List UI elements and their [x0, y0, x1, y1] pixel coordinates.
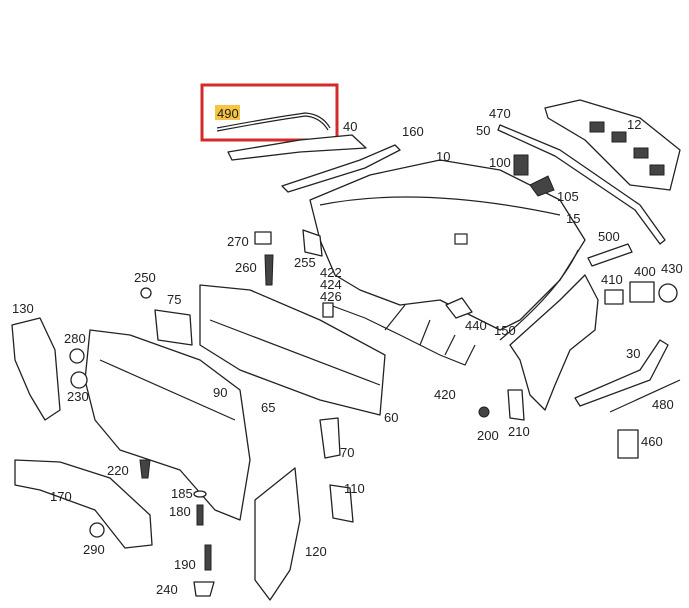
part-160-strip [281, 144, 401, 193]
part-110 [329, 484, 354, 523]
label-260: 260 [235, 260, 257, 275]
part-105 [529, 175, 555, 197]
label-75: 75 [167, 292, 181, 307]
label-220: 220 [107, 463, 129, 478]
part-220 [139, 459, 151, 479]
label-70: 70 [340, 445, 354, 460]
part-185 [193, 490, 207, 498]
label-250: 250 [134, 270, 156, 285]
label-255: 255 [294, 255, 316, 270]
label-230: 230 [67, 389, 89, 404]
label-60: 60 [384, 410, 398, 425]
part-60-absorber [199, 284, 386, 416]
label-460: 460 [641, 434, 663, 449]
part-422-connector [322, 302, 334, 318]
label-170: 170 [50, 489, 72, 504]
part-120-bracket [254, 467, 301, 601]
part-180 [196, 504, 204, 526]
label-424: 424 [320, 277, 342, 292]
label-420: 420 [434, 387, 456, 402]
label-480: 480 [652, 397, 674, 412]
part-500 [587, 243, 633, 267]
label-90: 90 [213, 385, 227, 400]
part-250 [140, 287, 152, 299]
part-490-trim-strip [216, 112, 331, 129]
label-280: 280 [64, 331, 86, 346]
label-15: 15 [566, 211, 580, 226]
label-110: 110 [344, 481, 365, 496]
label-120: 120 [305, 544, 327, 559]
label-240: 240 [156, 582, 178, 597]
part-150-side [509, 274, 599, 411]
part-440 [445, 297, 473, 319]
label-105: 105 [557, 189, 579, 204]
label-185: 185 [171, 486, 193, 501]
part-470-strip [497, 124, 666, 245]
part-100 [513, 154, 529, 176]
label-40: 40 [343, 119, 357, 134]
part-255 [302, 229, 323, 257]
label-270: 270 [227, 234, 249, 249]
label-440: 440 [465, 318, 487, 333]
part-280 [69, 348, 85, 364]
label-200: 200 [477, 428, 499, 443]
label-500: 500 [598, 229, 620, 244]
label-410: 410 [601, 272, 623, 287]
label-highlight [215, 105, 240, 120]
part-480-strip [609, 379, 681, 413]
part-10-bumper-cover [309, 159, 586, 331]
label-290: 290 [83, 542, 105, 557]
part-70 [319, 417, 341, 459]
label-490: 490 [217, 106, 239, 121]
label-180: 180 [169, 504, 191, 519]
part-410 [604, 289, 624, 305]
label-150: 150 [494, 323, 516, 338]
part-170-bracket [14, 459, 153, 549]
part-290 [89, 522, 105, 538]
part-400 [629, 281, 655, 303]
label-160: 160 [402, 124, 424, 139]
part-190 [204, 544, 212, 571]
part-75 [154, 309, 193, 346]
part-230 [70, 371, 88, 389]
part-460 [617, 429, 639, 459]
part-15-strip [499, 249, 579, 341]
part-200 [478, 406, 490, 418]
label-130: 130 [12, 301, 34, 316]
label-100: 100 [489, 155, 511, 170]
label-10: 10 [436, 149, 450, 164]
part-430 [658, 283, 678, 303]
part-30-trim [574, 339, 669, 407]
part-labels: 490 40 160 470 50 12 10 100 105 15 270 2… [12, 106, 683, 597]
part-270 [254, 231, 272, 245]
label-50: 50 [476, 123, 490, 138]
part-240 [193, 581, 215, 597]
label-65: 65 [261, 400, 275, 415]
part-12-spoiler [544, 99, 681, 191]
label-30: 30 [626, 346, 640, 361]
label-426: 426 [320, 289, 342, 304]
part-40-strip [227, 134, 367, 161]
label-422: 422 [320, 265, 342, 280]
label-430: 430 [661, 261, 683, 276]
part-130-bracket [11, 317, 61, 421]
highlight-box [200, 83, 339, 142]
label-12: 12 [627, 117, 641, 132]
label-470: 470 [489, 106, 511, 121]
part-90-lower-panel [84, 329, 251, 521]
label-210: 210 [508, 424, 530, 439]
label-190: 190 [174, 557, 196, 572]
part-210 [507, 389, 525, 421]
part-260-screw [264, 254, 274, 286]
label-400: 400 [634, 264, 656, 279]
